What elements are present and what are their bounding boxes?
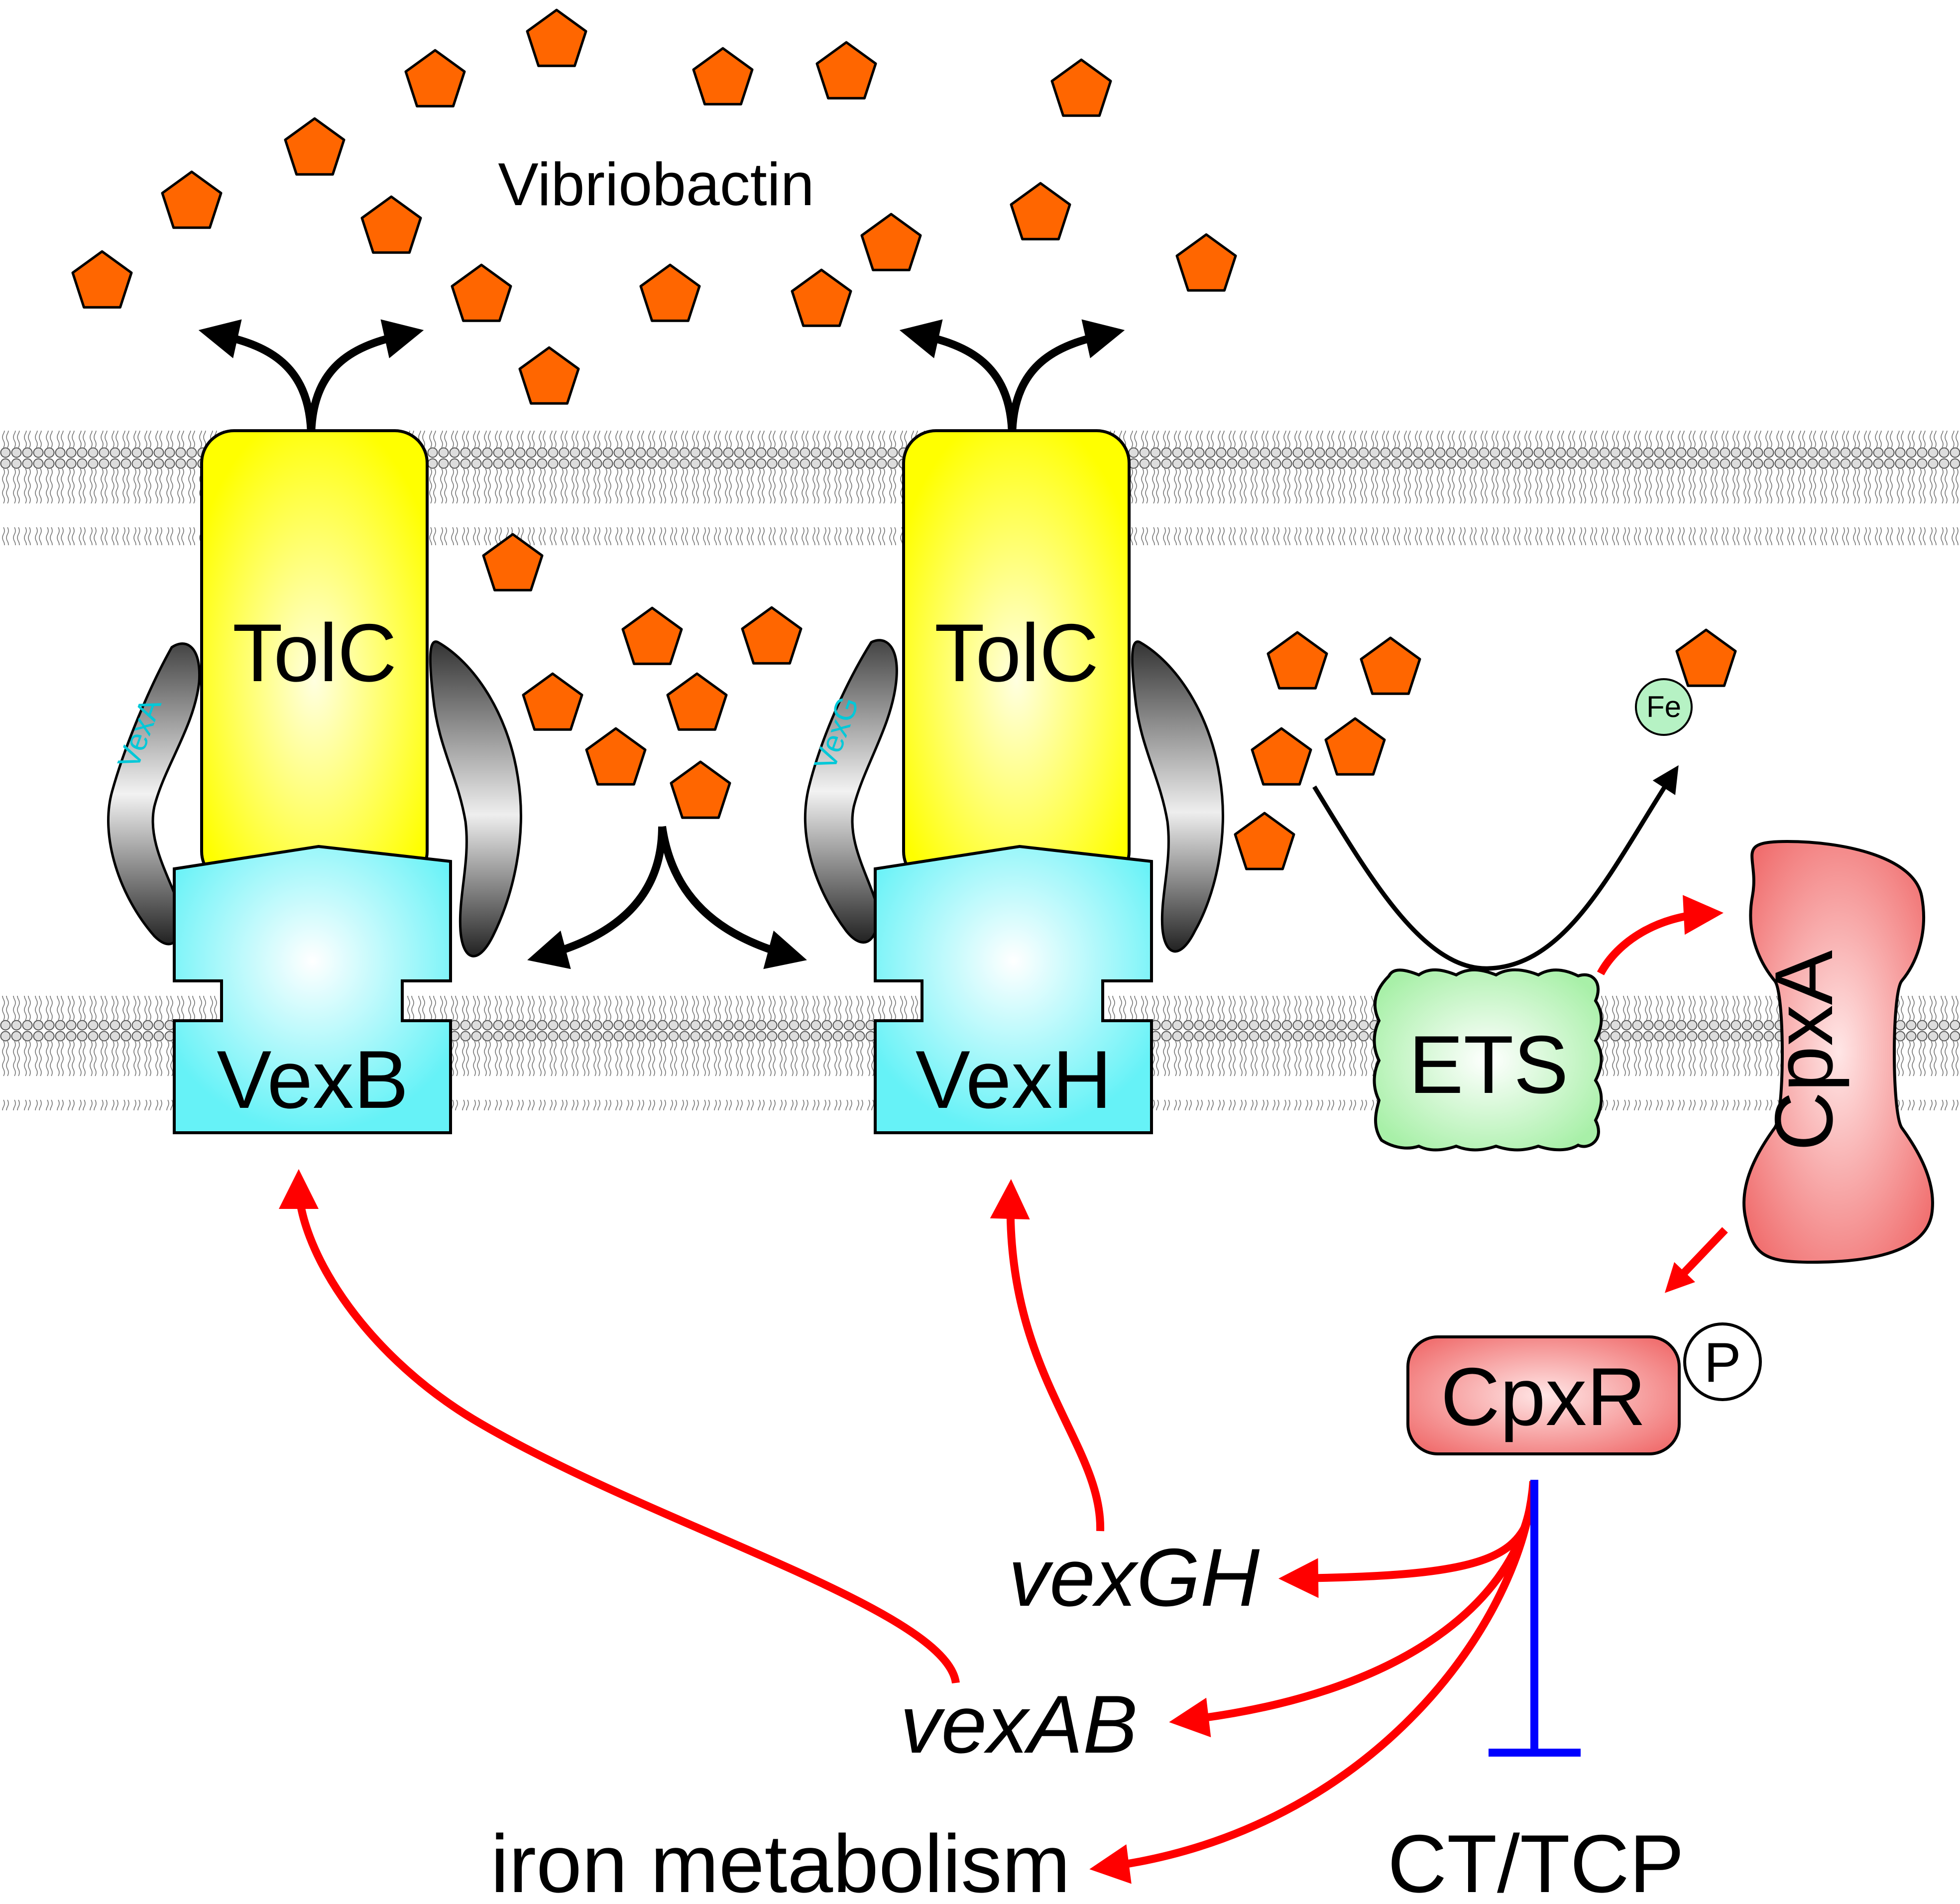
cpxa-to-cpxr-arrow — [1664, 1227, 1728, 1293]
vibriobactin-molecule — [161, 170, 223, 229]
iron-ion — [1635, 678, 1693, 736]
ct-tcp-label: CT/TCP — [1387, 1818, 1684, 1902]
ets-transport-arrow — [1312, 765, 1679, 971]
vibriobactin-label: Vibriobactin — [498, 150, 814, 218]
vibriobactin-molecule — [791, 268, 852, 327]
vexb-pump — [173, 844, 452, 1134]
adaptor-right-of-right-tolc — [1131, 640, 1224, 953]
vibriobactin-molecule — [621, 606, 683, 665]
vexb-label: VexB — [217, 1034, 408, 1125]
vibriobactin-molecule — [1251, 727, 1312, 786]
vibriobactin-molecule — [518, 346, 580, 405]
vibriobactin-molecule — [404, 49, 466, 108]
vibriobactin-molecule — [1675, 628, 1737, 687]
adaptor-right-of-left-tolc — [429, 640, 522, 957]
vibriobactin-molecule — [639, 263, 701, 322]
cpxa-sensor — [1742, 839, 1934, 1264]
vexgh-gene-label: vexGH — [1009, 1532, 1260, 1623]
vibriobactin-molecule — [815, 41, 877, 100]
iron-metabolism-label: iron metabolism — [490, 1818, 1070, 1902]
vibriobactin-molecules — [71, 8, 1737, 870]
phosphate-label: P — [1704, 1331, 1741, 1394]
vibriobactin-molecule — [692, 47, 754, 106]
export-arrows-right — [899, 319, 1125, 439]
vibriobactin-molecule — [741, 606, 803, 665]
phosphate-group — [1683, 1322, 1762, 1401]
vibriobactin-molecule — [1267, 631, 1328, 690]
vexh-pump — [874, 844, 1153, 1134]
vibriobactin-molecule — [522, 672, 583, 731]
ets-transporter — [1373, 968, 1603, 1152]
export-arrows-left — [198, 319, 424, 439]
cpxr-repression — [1489, 1480, 1581, 1757]
vexab-to-vexb-arrow — [279, 1169, 960, 1684]
vibriobactin-molecule — [360, 195, 422, 254]
vibriobactin-molecule — [1234, 812, 1295, 870]
vibriobactin-molecule — [1010, 182, 1071, 240]
tolc-right-label: TolC — [934, 607, 1099, 699]
iron-label: Fe — [1646, 690, 1681, 723]
tolc-left-label: TolC — [232, 607, 397, 699]
vibriobactin-molecule — [1050, 58, 1112, 117]
vibriobactin-molecule — [482, 533, 544, 592]
vibriobactin-molecule — [860, 213, 922, 271]
vibriobactin-molecule — [1175, 233, 1237, 292]
vexgh-to-vexh-arrow — [990, 1179, 1105, 1532]
vexh-label: VexH — [916, 1034, 1112, 1125]
vibriobactin-molecule — [284, 117, 346, 176]
vexab-gene-label: vexAB — [900, 1678, 1138, 1770]
ets-to-cpxa-arrow — [1597, 895, 1724, 975]
vibriobactin-molecule — [71, 250, 133, 309]
vibriobactin-molecule — [1360, 636, 1421, 695]
periplasm-arrows — [527, 826, 807, 969]
cpxr-regulator — [1406, 1335, 1681, 1455]
vibriobactin-molecule — [1324, 717, 1386, 776]
cpxa-label: CpxA — [1758, 950, 1849, 1151]
vibriobactin-molecule — [585, 727, 647, 786]
cpxr-label: CpxR — [1441, 1351, 1646, 1442]
vibriobactin-molecule — [451, 263, 512, 322]
vibriobactin-molecule — [666, 672, 728, 731]
vibriobactin-molecule — [670, 760, 731, 819]
ets-label: ETS — [1409, 1019, 1569, 1110]
vibriobactin-molecule — [526, 8, 587, 67]
